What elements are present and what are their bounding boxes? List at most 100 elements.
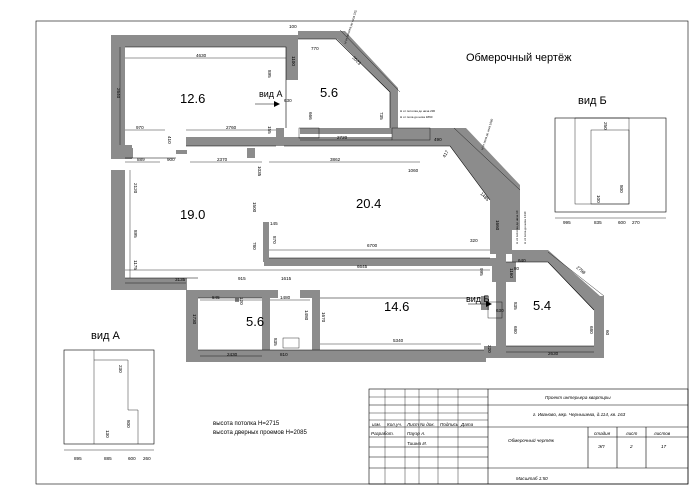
svg-text:895: 895 (267, 70, 272, 78)
view-a-arrow-label: вид А (259, 89, 283, 99)
svg-text:490: 490 (434, 137, 442, 142)
svg-text:130: 130 (105, 430, 110, 438)
svg-text:895: 895 (74, 456, 82, 461)
room-area-5-4: 5.4 (533, 298, 551, 313)
dimension-lines (119, 29, 605, 357)
note-6: Н от пола до низа 1430 (523, 211, 527, 244)
svg-text:995: 995 (563, 220, 571, 225)
svg-text:1485: 1485 (479, 191, 490, 202)
svg-text:915: 915 (238, 276, 246, 281)
stamp-address: г. Иваново, мкр. Чернышева, д.114, кв. 1… (533, 412, 626, 417)
svg-text:1660: 1660 (495, 220, 500, 231)
stamp-sheet: 2 (629, 444, 633, 449)
svg-text:2370: 2370 (217, 157, 228, 162)
svg-text:630: 630 (284, 98, 292, 103)
svg-text:410: 410 (167, 136, 172, 144)
stamp-h2: Кол.уч. (387, 422, 402, 427)
svg-text:630: 630 (496, 308, 504, 313)
svg-text:230: 230 (118, 365, 123, 373)
svg-text:220: 220 (487, 345, 492, 353)
svg-text:1160: 1160 (509, 268, 514, 278)
view-b-frame (554, 117, 667, 213)
svg-text:2798: 2798 (575, 265, 586, 276)
svg-text:800: 800 (126, 420, 131, 428)
dimension-texts: 100 770 2023 4630 895 1100 2640 630 666 … (116, 24, 610, 357)
note-2: Н от потолка до низа 230 (400, 109, 435, 113)
svg-text:800: 800 (619, 185, 624, 193)
svg-text:4630: 4630 (196, 53, 207, 58)
svg-text:145: 145 (270, 221, 278, 226)
room-area-14-6: 14.6 (384, 299, 409, 314)
svg-text:2640: 2640 (116, 88, 121, 99)
svg-text:780: 780 (252, 242, 257, 250)
room-area-12-6: 12.6 (180, 91, 205, 106)
stamp-col-sheets: листов (653, 431, 671, 436)
svg-text:6700: 6700 (367, 243, 378, 248)
stamp-scale: Масштаб 1:50 (516, 476, 548, 481)
stamp-h3: Лист (406, 422, 419, 427)
svg-text:2120: 2120 (133, 183, 138, 194)
svg-text:2023: 2023 (351, 55, 362, 66)
stamp-stage: ЭП (598, 444, 605, 449)
stamp-project: Проект интерьера квартиры (545, 395, 611, 400)
svg-text:2630: 2630 (548, 351, 559, 356)
svg-text:900: 900 (167, 157, 175, 162)
svg-text:5340: 5340 (393, 338, 404, 343)
stamp-h4: № док. (420, 422, 435, 427)
svg-text:666: 666 (308, 112, 313, 120)
sheet-frame (35, 20, 689, 485)
stamp-sheets: 17 (661, 444, 667, 449)
svg-text:1670: 1670 (321, 312, 326, 323)
note-3: Н от пола до низа 1860 (400, 115, 433, 119)
note-4: Н от пола до низа 1660 (480, 118, 494, 150)
svg-text:1035: 1035 (257, 166, 262, 177)
stamp-sheet-title: Обмерочный чертёж (508, 437, 555, 443)
svg-text:845: 845 (212, 295, 220, 300)
room-area-5-6-top: 5.6 (320, 85, 338, 100)
svg-text:1480: 1480 (304, 310, 309, 321)
drawing-title: Обмерочный чертёж (466, 52, 572, 64)
svg-text:835: 835 (513, 302, 518, 310)
svg-text:2720: 2720 (337, 135, 348, 140)
svg-text:6645: 6645 (357, 264, 368, 269)
svg-text:155: 155 (267, 126, 272, 134)
svg-text:1060: 1060 (408, 168, 419, 173)
svg-text:320: 320 (470, 238, 478, 243)
svg-text:835: 835 (594, 220, 602, 225)
stamp-col-stage: стадия (594, 431, 611, 436)
svg-text:810: 810 (280, 352, 288, 357)
stamp-h6: Дата (460, 422, 474, 427)
view-a-frame (63, 349, 155, 445)
svg-text:680: 680 (513, 326, 518, 334)
room-area-5-6-bath: 5.6 (246, 314, 264, 329)
svg-text:885: 885 (104, 456, 112, 461)
svg-text:60: 60 (605, 330, 610, 336)
view-arrows (255, 101, 492, 307)
svg-text:80: 80 (514, 266, 520, 271)
svg-text:120: 120 (239, 297, 244, 305)
ceiling-height-note: высота потолка Н=2715 (213, 421, 280, 427)
stamp-name1: Пауэр А. (407, 431, 426, 436)
svg-text:270: 270 (632, 220, 640, 225)
svg-text:3862: 3862 (330, 157, 341, 162)
stamp-name2: Тишна И. (407, 441, 427, 446)
room-area-19-0: 19.0 (180, 207, 205, 222)
svg-text:1175: 1175 (133, 260, 138, 270)
door-height-note: высота дверных проемов Н=2085 (213, 430, 307, 436)
room-outlines (125, 38, 595, 351)
svg-text:600: 600 (128, 456, 136, 461)
svg-text:835: 835 (273, 338, 278, 346)
view-b-title: вид Б (578, 95, 607, 107)
svg-text:889: 889 (137, 157, 145, 162)
svg-text:1730: 1730 (192, 314, 197, 325)
stamp-role1: Разработ. (371, 431, 394, 436)
stamp-col-sheet: лист (625, 431, 637, 436)
svg-text:735: 735 (379, 112, 384, 120)
svg-text:995: 995 (479, 268, 484, 276)
view-a-title: вид А (91, 330, 120, 342)
svg-text:260: 260 (143, 456, 151, 461)
stamp-h1: изм. (372, 422, 381, 427)
svg-text:100: 100 (289, 24, 297, 29)
svg-text:870: 870 (272, 236, 277, 244)
svg-text:1100: 1100 (291, 56, 296, 66)
